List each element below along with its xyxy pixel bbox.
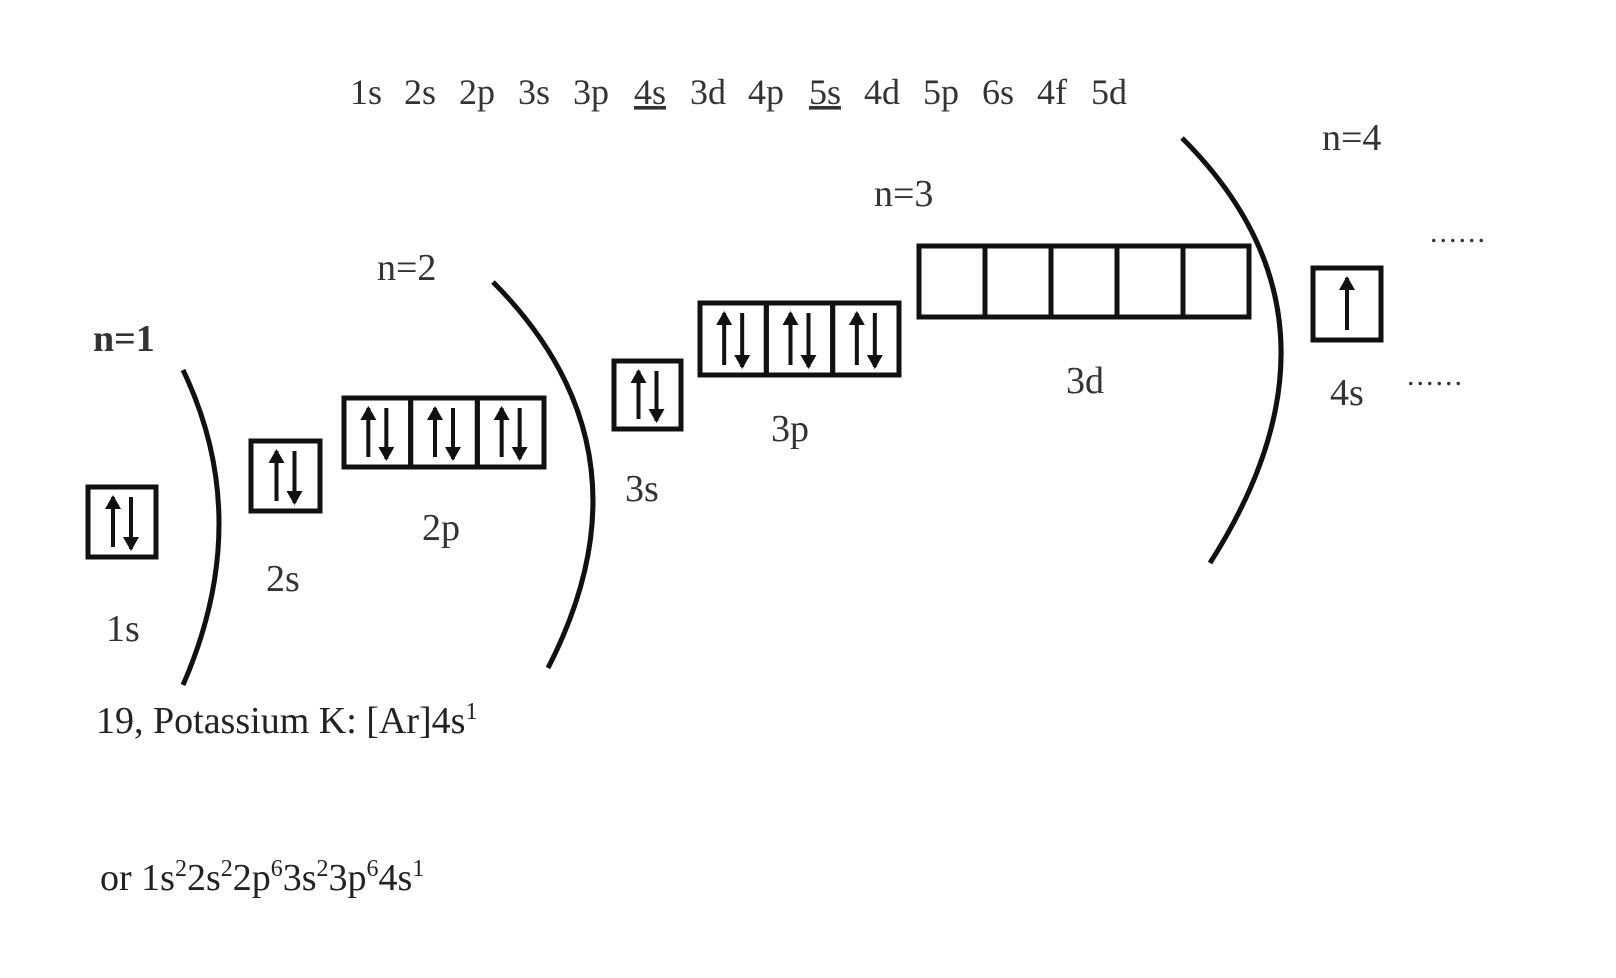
spin-up-arrow-icon	[427, 406, 443, 420]
orbital-3s: 3s	[611, 358, 684, 510]
orbital-box	[1310, 265, 1384, 343]
config-term: 4s	[379, 857, 413, 899]
config-superscript: 2	[317, 856, 329, 882]
filling-order-item: 4f	[1037, 72, 1067, 112]
orbital-label: 2s	[266, 558, 300, 600]
filling-order-item: 3s	[518, 72, 550, 112]
orbital-label: 3d	[1066, 360, 1104, 402]
spin-down-arrow-icon	[123, 537, 139, 551]
config-superscript: 2	[221, 856, 233, 882]
orbital-box	[474, 395, 547, 470]
spin-down-arrow-icon	[286, 491, 303, 505]
filling-order-item: 3d	[690, 72, 726, 112]
orbital-box	[1114, 243, 1186, 320]
spin-down-arrow-icon	[445, 447, 461, 461]
shell-boundary-arc-3	[1180, 136, 1284, 565]
orbital-box	[1048, 243, 1120, 320]
orbital-box	[697, 300, 769, 378]
spin-up-arrow-icon	[716, 311, 733, 325]
filling-order-item: 4s	[634, 72, 666, 112]
shell-label-n4: n=4	[1322, 117, 1381, 159]
orbital-box	[85, 484, 159, 560]
orbital-3p: 3p	[697, 300, 902, 450]
orbital-label: 2p	[422, 507, 460, 549]
filling-order-sequence: 1s 2s 2p 3s 3p 4s 3d 4p 5s 4d 5p 6s 4f 5d	[350, 72, 1127, 112]
filling-order-item: 2p	[459, 72, 495, 112]
filling-order-item: 3p	[573, 72, 609, 112]
config-term: 1s	[141, 857, 175, 899]
config-superscript: 6	[367, 856, 379, 882]
shell-label-n3: n=3	[874, 173, 933, 215]
orbital-box	[1180, 243, 1252, 320]
orbital-4s: 4s	[1310, 265, 1384, 414]
orbital-box	[916, 243, 988, 320]
shell-boundary-arc-1	[180, 368, 222, 686]
spin-down-arrow-icon	[734, 355, 751, 369]
element-configuration: 19, Potassium K: [Ar]4s1	[96, 699, 477, 742]
orbital-label: 4s	[1330, 372, 1364, 414]
orbital-box	[982, 243, 1054, 320]
config-superscript: 2	[175, 856, 187, 882]
orbital-box	[830, 300, 902, 378]
spin-up-arrow-icon	[360, 406, 377, 420]
filling-order-item: 5d	[1091, 72, 1127, 112]
filling-order-item: 1s	[350, 72, 382, 112]
spin-up-arrow-icon	[493, 406, 510, 420]
orbital-label: 3p	[771, 408, 809, 450]
shell-label-n1: n=1	[93, 318, 155, 360]
spin-down-arrow-icon	[511, 447, 528, 461]
orbital-label: 3s	[625, 468, 659, 510]
orbital-box	[408, 395, 480, 470]
orbital-2p: 2p	[341, 395, 547, 549]
element-config-text: 19, Potassium K: [Ar]4s	[96, 700, 465, 742]
orbital-2s: 2s	[248, 438, 323, 600]
spin-up-arrow-icon	[268, 449, 285, 463]
full-electron-configuration: or 1s22s22p63s23p64s1	[100, 856, 424, 899]
shell-boundary-arc-2	[491, 280, 596, 670]
spin-up-arrow-icon	[782, 311, 799, 325]
orbital-boxes: 1s 2s 2p 3s 3p 3d 4s	[85, 243, 1384, 650]
spin-down-arrow-icon	[800, 355, 817, 369]
full-config-prefix: or	[100, 857, 141, 899]
spin-up-arrow-icon	[1339, 276, 1355, 290]
spin-up-arrow-icon	[848, 311, 865, 325]
config-term: 2p	[233, 857, 271, 899]
filling-order-item: 4d	[864, 72, 900, 112]
config-superscript: 6	[271, 856, 283, 882]
orbital-3d: 3d	[916, 243, 1252, 402]
filling-order-item: 2s	[404, 72, 436, 112]
spin-down-arrow-icon	[866, 355, 883, 369]
orbital-box	[248, 438, 323, 514]
filling-order-item: 4p	[748, 72, 784, 112]
config-term: 2s	[187, 857, 221, 899]
filling-order-item: 6s	[982, 72, 1014, 112]
filling-order-item: 5p	[923, 72, 959, 112]
config-superscript: 1	[412, 856, 424, 882]
continuation-dots-upper: ......	[1430, 216, 1487, 249]
orbital-1s: 1s	[85, 484, 159, 650]
config-term: 3s	[283, 857, 317, 899]
continuation-dots-lower: ......	[1407, 359, 1464, 392]
config-term: 3p	[329, 857, 367, 899]
shell-label-n2: n=2	[377, 247, 436, 289]
spin-down-arrow-icon	[378, 447, 395, 461]
element-config-superscript: 1	[465, 699, 477, 725]
spin-up-arrow-icon	[105, 495, 121, 509]
spin-down-arrow-icon	[648, 409, 665, 423]
orbital-label: 1s	[106, 608, 140, 650]
filling-order-item: 5s	[809, 72, 841, 112]
spin-up-arrow-icon	[630, 369, 647, 383]
orbital-box	[341, 395, 414, 470]
orbital-box	[611, 358, 684, 432]
orbital-box	[763, 300, 836, 378]
